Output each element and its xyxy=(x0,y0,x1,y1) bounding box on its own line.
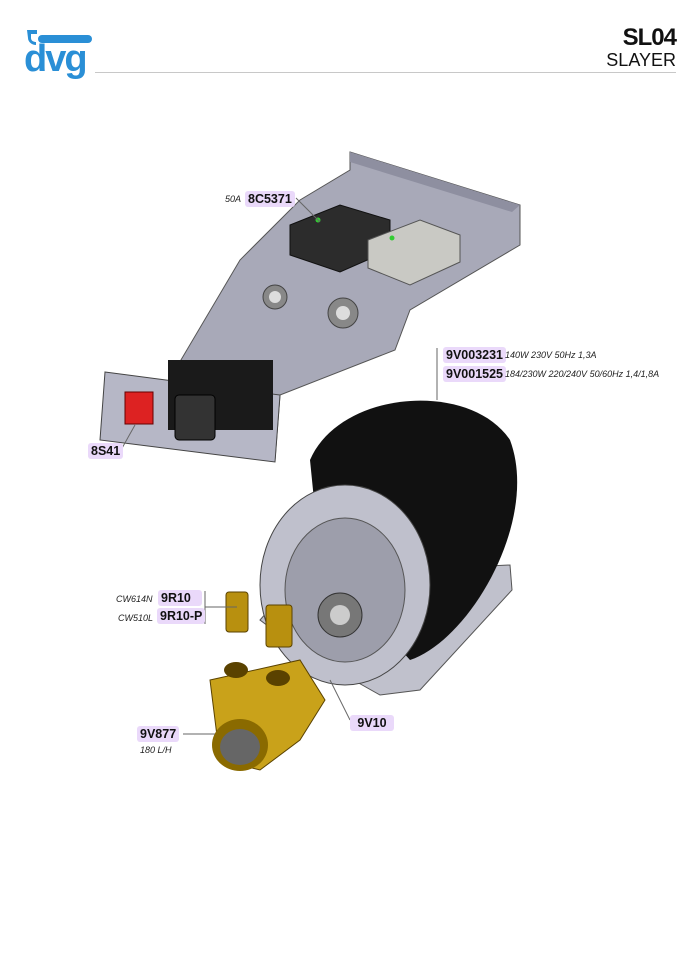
coupling-code: 9V10 xyxy=(350,715,394,731)
model-code: SL04 xyxy=(622,24,677,51)
motor-b-note: 184/230W 220/240V 50/60Hz 1,4/1,8A xyxy=(505,369,660,379)
header-divider xyxy=(95,72,676,73)
dvg-logo: dvg xyxy=(24,28,94,86)
motor xyxy=(259,400,518,696)
relay-code: 8C5371 xyxy=(245,191,295,207)
motor-a-note: 140W 230V 50Hz 1,3A xyxy=(505,350,597,360)
motor-a-code: 9V003231 xyxy=(443,347,507,363)
fitting-a-code: 9R10 xyxy=(158,590,202,606)
pump-code: 9V877 xyxy=(137,726,180,742)
relay-note: 50A xyxy=(225,194,242,204)
pump-9v877 xyxy=(209,659,326,771)
fittings xyxy=(225,591,293,648)
pump-note: 180 L/H xyxy=(140,745,172,755)
motor-b-code: 9V001525 xyxy=(443,366,507,382)
relay-secondary xyxy=(367,219,461,286)
switch-8s41 xyxy=(124,360,273,441)
fitting-b-code: 9R10-P xyxy=(157,608,206,624)
switch-code: 8S41 xyxy=(88,443,124,459)
logo-text: dvg xyxy=(24,38,88,80)
model-name: SLAYER xyxy=(606,50,676,70)
fitting-a-note: CW614N xyxy=(116,594,153,604)
fitting-b-note: CW510L xyxy=(118,613,154,623)
